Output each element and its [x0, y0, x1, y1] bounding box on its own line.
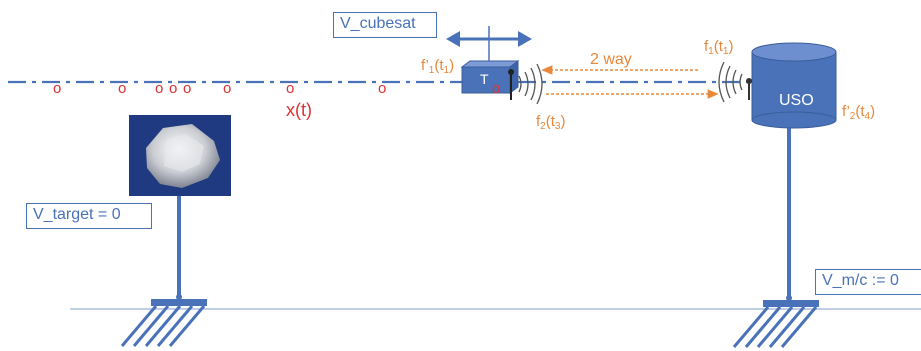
two-way-label: 2 way	[590, 51, 632, 68]
freq-f2-label: f2(t3)	[536, 113, 566, 132]
position-marker: o	[53, 80, 62, 97]
position-marker: o	[118, 80, 127, 97]
position-marker: o	[223, 80, 232, 97]
position-marker: o	[492, 80, 501, 97]
position-marker: o	[183, 80, 192, 97]
transponder-label: T	[480, 71, 489, 87]
uso-cylinder	[751, 42, 837, 129]
position-label: x(t)	[286, 100, 312, 120]
target-velocity-label: V_target = 0	[26, 203, 152, 229]
target-post	[120, 196, 207, 347]
uso-post	[732, 126, 819, 348]
position-marker: o	[169, 80, 178, 97]
freq-f1-label: f1(t1)	[704, 38, 734, 57]
freq-f1-prime-label: f’1(t1)	[421, 57, 455, 76]
position-marker: o	[378, 80, 387, 97]
mc-velocity-label: V_m/c := 0	[815, 269, 921, 295]
asteroid-target-image	[129, 115, 231, 196]
cubesat-antenna-icon	[508, 63, 543, 105]
uso-antenna-icon	[718, 61, 752, 103]
cubesat-velocity-label: V_cubesat	[333, 12, 437, 38]
uso-label: USO	[779, 92, 814, 109]
cubesat-body	[460, 60, 520, 94]
position-marker: o	[155, 80, 164, 97]
freq-f2-prime-label: f’2(t4)	[842, 103, 876, 122]
cubesat-velocity-arrow	[446, 26, 532, 61]
position-marker: o	[286, 80, 295, 97]
